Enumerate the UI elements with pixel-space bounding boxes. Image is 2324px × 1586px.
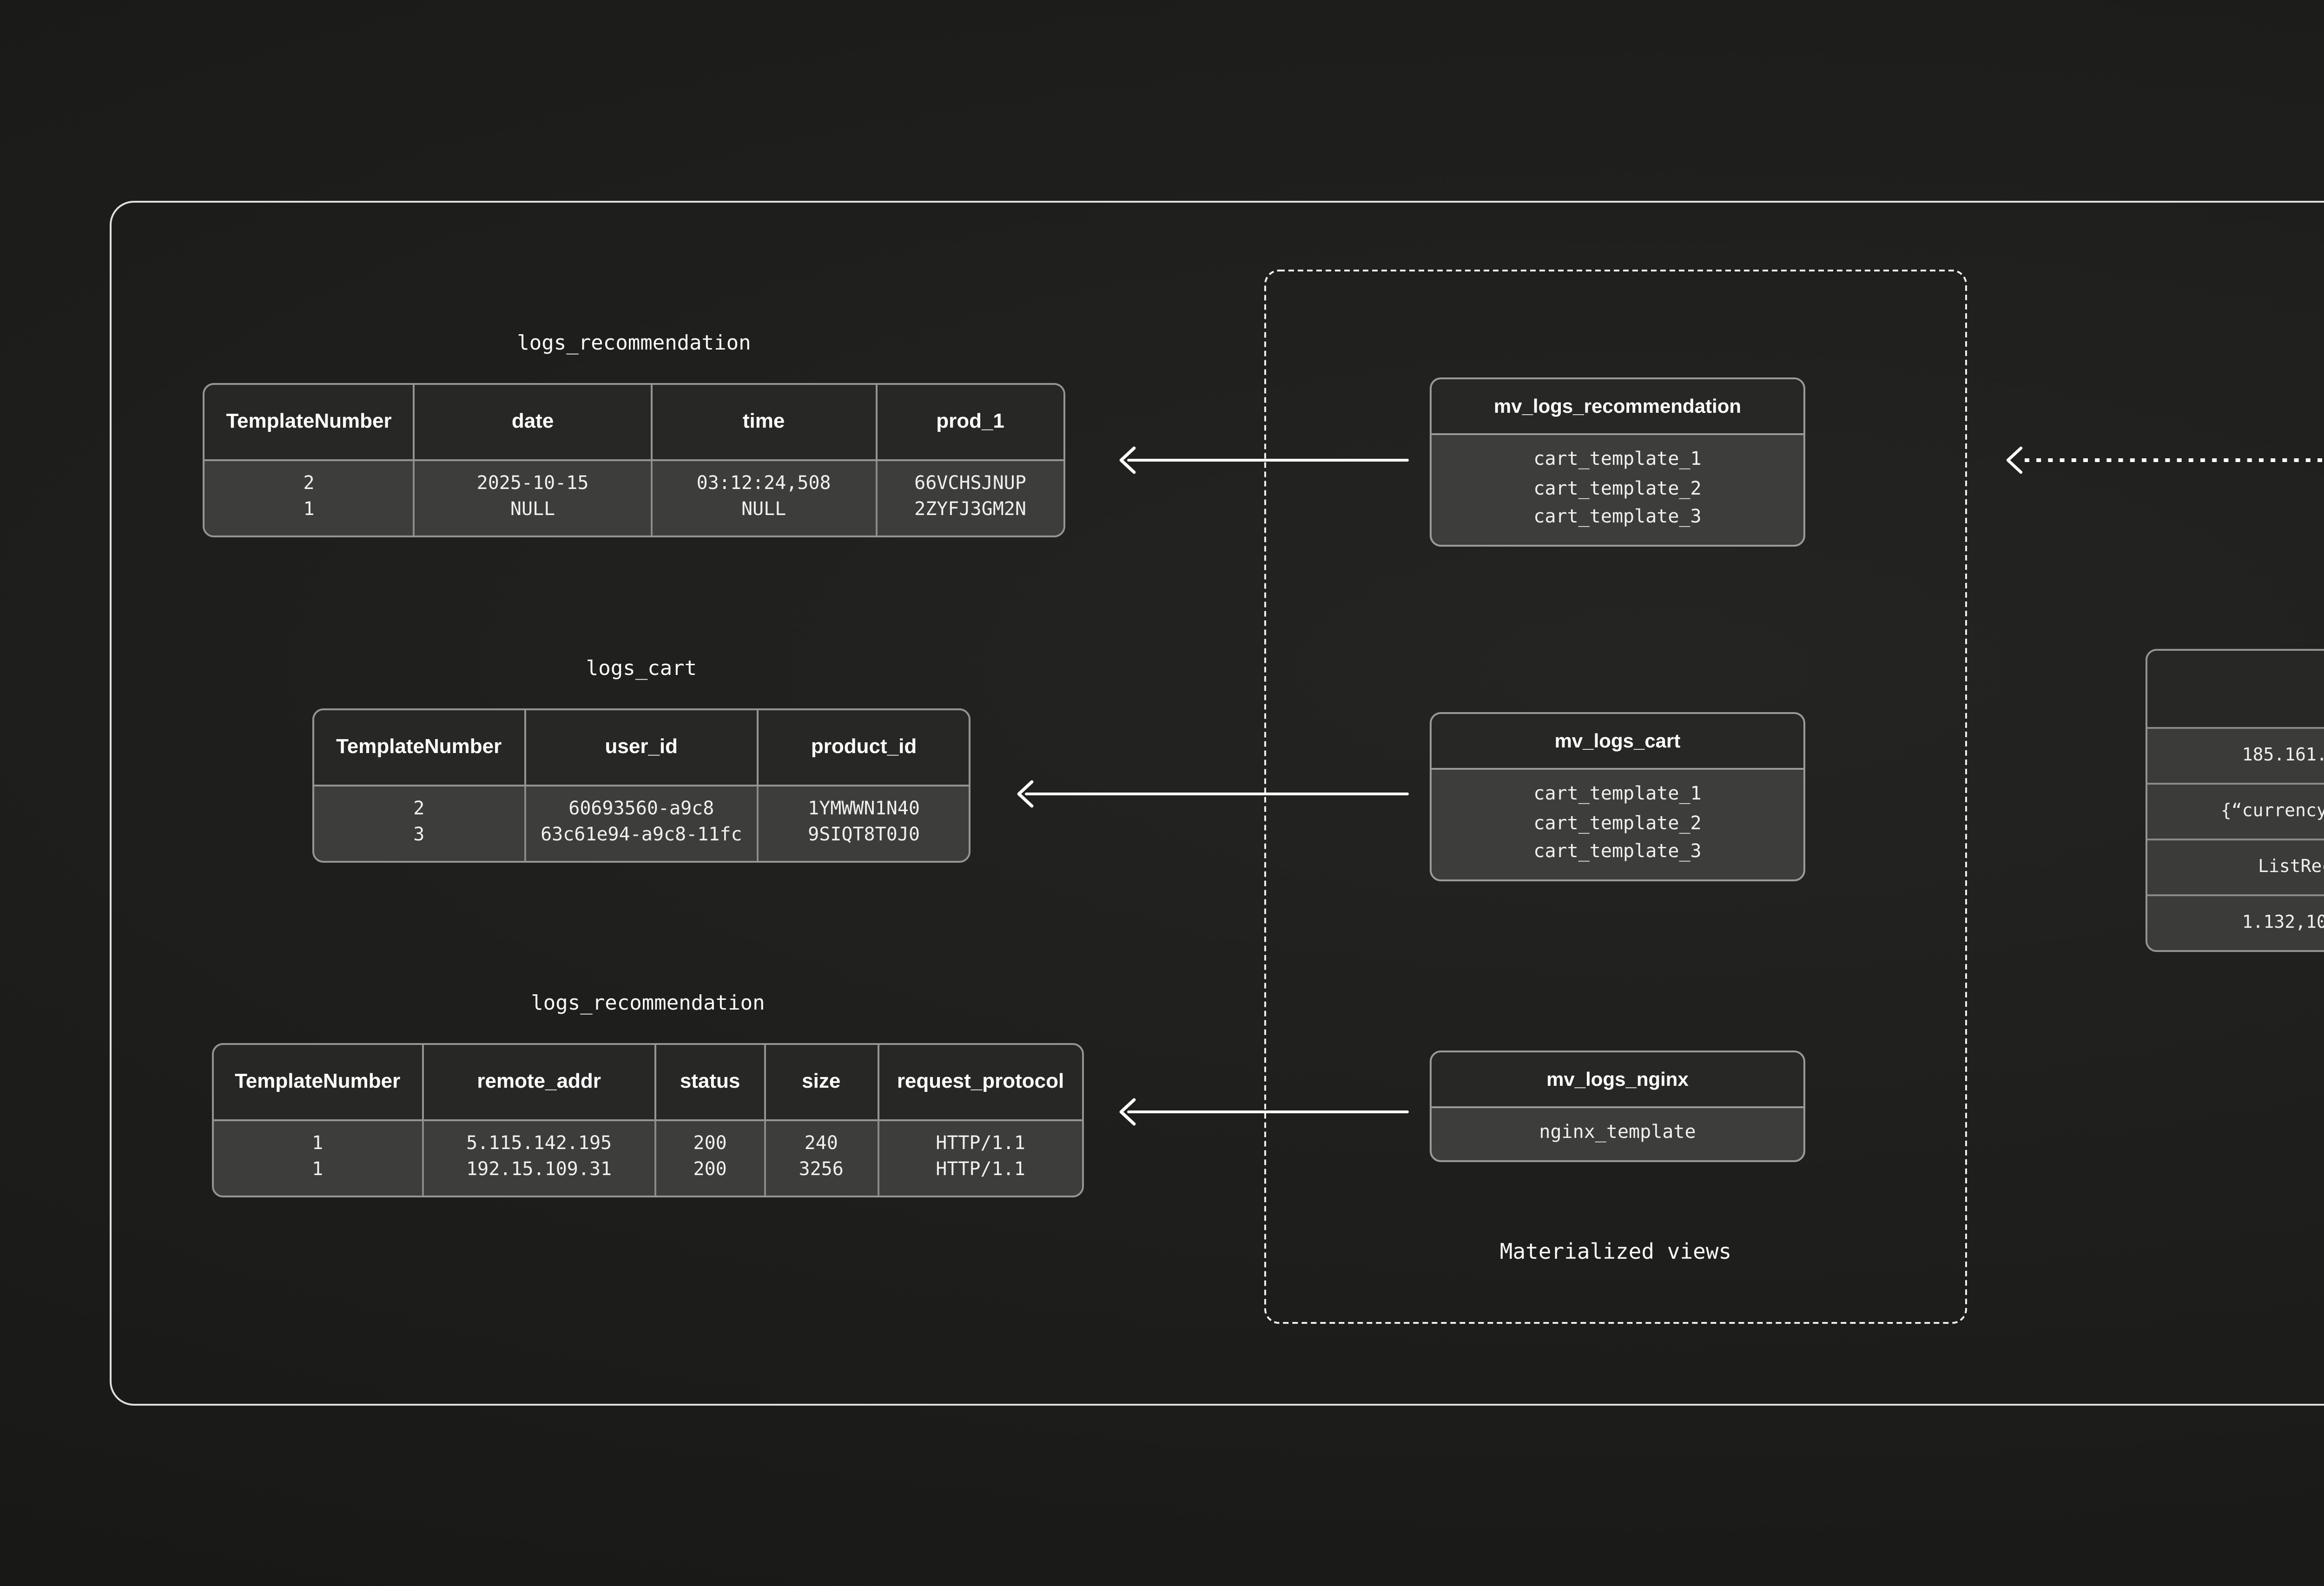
table-column: 200 200 [654, 1121, 764, 1196]
table-header-row: Body ServiceName [2147, 651, 2324, 727]
column-header: prod_1 [875, 385, 1063, 459]
outer-frame [110, 201, 2324, 1406]
column-header: TemplateNumber [336, 736, 502, 759]
column-header: time [650, 385, 875, 459]
view-box-title: mv_logs_cart [1432, 714, 1803, 770]
cell-value: 2 [303, 474, 315, 495]
cell-value: 200 [693, 1160, 727, 1181]
cell-value: 1.132,107,223 - - [2019-01-25 22:56:26] … [2242, 913, 2324, 933]
table-header-row: TemplateNumber user_id product_id [314, 710, 969, 786]
cell-value: 63c61e94-a9c8-11fc [541, 826, 742, 846]
cell-value: HTTP/1.1 [936, 1160, 1025, 1181]
cell-value: 03:12:24,508 [696, 474, 831, 495]
view-item: cart_template_3 [1533, 843, 1702, 863]
table-title-logs-recommendation-top: logs_recommendation [517, 331, 751, 355]
cell-value: 60693560-a9c8 [568, 800, 714, 820]
cell-value: 1 [312, 1160, 324, 1181]
column-header: TemplateNumber [235, 1071, 401, 1093]
column-header: status [654, 1045, 764, 1119]
table-column: 240 3256 [763, 1121, 877, 1196]
table-column: 1 1 [214, 1121, 421, 1196]
materialized-views-zone-label: Materialized views [1499, 1238, 1732, 1264]
table-logs-recommendation-top: TemplateNumber date time prod_1 2 1 2025… [203, 383, 1065, 537]
table-body: 1 1 5.115.142.195 192.15.109.31 200 200 … [214, 1121, 1082, 1196]
table-logs-cart: TemplateNumber user_id product_id 2 3 60… [312, 708, 971, 863]
view-box-body: cart_template_1 cart_template_2 cart_tem… [1432, 435, 1803, 545]
column-header: Body [2147, 651, 2324, 727]
table-header-row: TemplateNumber date time prod_1 [205, 385, 1063, 461]
view-item: cart_template_2 [1533, 814, 1702, 834]
table-row: {“currencyCode “:””,”level”:”info”,”mess… [2147, 783, 2324, 839]
cell-value: 240 [804, 1134, 838, 1155]
cell-value: NULL [741, 500, 786, 521]
table-column: 2 3 [314, 786, 524, 861]
table-column: 2025-10-15 NULL [413, 461, 650, 535]
cell-value: HTTP/1.1 [936, 1134, 1025, 1155]
cell-value: 1 [303, 500, 315, 521]
table-column: 66VCHSJNUP 2ZYFJ3GM2N [875, 461, 1063, 535]
table-raw-logs: Body ServiceName 185.161.113.50 - - [201… [2146, 649, 2324, 952]
materialized-views-zone [1264, 270, 1967, 1324]
table-logs-recommendation-bottom: TemplateNumber remote_addr status size r… [212, 1043, 1084, 1197]
table-column: 60693560-a9c8 63c61e94-a9c8-11fc [523, 786, 758, 861]
table-body: 2 3 60693560-a9c8 63c61e94-a9c8-11fc 1YM… [314, 786, 969, 861]
table-header-row: TemplateNumber remote_addr status size r… [214, 1045, 1082, 1121]
view-item: cart_template_2 [1533, 479, 1702, 500]
cell-value: 3256 [799, 1160, 844, 1181]
cell-value: 66VCHSJNUP [914, 474, 1026, 495]
table-title-logs-recommendation-bottom: logs_recommendation [531, 991, 765, 1015]
table-row: 1.132,107,223 - - [2019-01-25 22:56:26] … [2147, 894, 2324, 950]
column-header: product_id [757, 710, 969, 785]
column-header: request_protocol [877, 1045, 1082, 1119]
cell-value: 2025-10-15 [476, 474, 589, 495]
view-item: cart_template_3 [1533, 508, 1702, 529]
table-column: 5.115.142.195 192.15.109.31 [421, 1121, 654, 1196]
column-header: date [413, 385, 650, 459]
view-box-body: cart_template_1 cart_template_2 cart_tem… [1432, 770, 1803, 879]
cell-value: NULL [510, 500, 555, 521]
table-row: 185.161.113.50 - - [2019-02-04 23:40:49]… [2147, 727, 2324, 783]
view-item: cart_template_1 [1533, 450, 1702, 471]
view-item: cart_template_1 [1533, 785, 1702, 806]
cell-value: 9SIQT8T0J0 [808, 826, 920, 846]
cell-value: 192.15.109.31 [466, 1160, 612, 1181]
cell-value: 200 [693, 1134, 727, 1155]
view-box-mv-logs-nginx: mv_logs_nginx nginx_template [1430, 1051, 1805, 1162]
column-header: remote_addr [421, 1045, 654, 1119]
table-column: 03:12:24,508 NULL [650, 461, 875, 535]
table-body: 2 1 2025-10-15 NULL 03:12:24,508 NULL 66… [205, 461, 1063, 535]
cell-value: 5.115.142.195 [466, 1134, 612, 1155]
view-box-title: mv_logs_nginx [1432, 1052, 1803, 1108]
table-row: ListRecommendations for product ids:[‘YM… [2147, 839, 2324, 894]
view-box-mv-logs-recommendation: mv_logs_recommendation cart_template_1 c… [1430, 377, 1805, 547]
table-column: 1YMWWN1N40 9SIQT8T0J0 [757, 786, 969, 861]
column-header: TemplateNumber [226, 411, 392, 433]
cell-value: ListRecommendations for product ids:[‘YM… [2258, 857, 2324, 878]
cell-value: 2ZYFJ3GM2N [914, 500, 1026, 521]
view-box-title: mv_logs_recommendation [1432, 379, 1803, 435]
table-column: HTTP/1.1 HTTP/1.1 [877, 1121, 1082, 1196]
column-header: user_id [523, 710, 758, 785]
column-header: size [763, 1045, 877, 1119]
cell-value: 1 [312, 1134, 324, 1155]
table-title-logs-cart: logs_cart [586, 656, 697, 681]
view-box-mv-logs-cart: mv_logs_cart cart_template_1 cart_templa… [1430, 712, 1805, 881]
cell-value: 3 [413, 826, 425, 846]
view-box-body: nginx_template [1432, 1108, 1803, 1160]
cell-value: 1YMWWN1N40 [808, 800, 920, 820]
table-column: 2 1 [205, 461, 413, 535]
cell-value: 185.161.113.50 - - [2019-02-04 23:40:49]… [2242, 746, 2324, 766]
cell-value: {“currencyCode “:””,”level”:”info”,”mess… [2221, 801, 2324, 822]
view-item: nginx_template [1539, 1123, 1696, 1144]
cell-value: 2 [413, 800, 425, 820]
